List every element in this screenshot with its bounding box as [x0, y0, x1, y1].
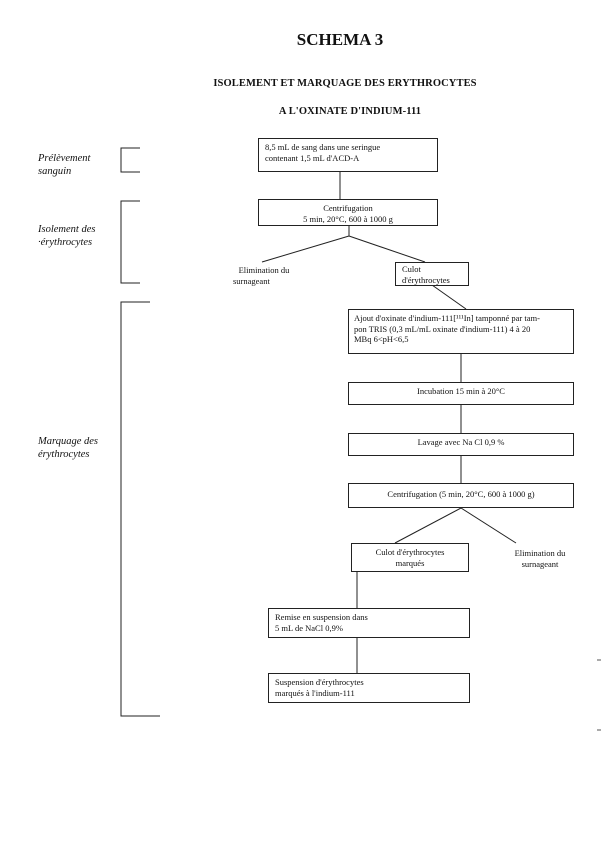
step-remise-suspension: Remise en suspension dans 5 mL de NaCl 0…: [268, 608, 470, 638]
step-lavage: Lavage avec Na Cl 0,9 %: [348, 433, 574, 456]
step-suspension-finale: Suspension d'érythrocytes marqués à l'in…: [268, 673, 470, 703]
step-culot-marques: Culot d'érythrocytes marqués: [351, 543, 469, 572]
step-sang: 8,5 mL de sang dans une seringue contena…: [258, 138, 438, 172]
page-title: SCHEMA 3: [296, 30, 384, 49]
bracket-marquage: [120, 301, 160, 717]
page-subtitle-2: A L'OXINATE D'INDIUM-111: [278, 106, 422, 117]
phase-label-isolement: Isolement des ·érythrocytes: [38, 224, 96, 248]
step-elimination-2: Elimination du surnageant: [514, 548, 566, 569]
step-centrifugation-1: Centrifugation 5 min, 20°C, 600 à 1000 g: [258, 199, 438, 226]
step-incubation: Incubation 15 min à 20°C: [348, 382, 574, 405]
page-subtitle-1: ISOLEMENT ET MARQUAGE DES ERYTHROCYTES: [213, 78, 477, 89]
phase-label-prelevement: Prélèvement sanguin: [38, 153, 91, 177]
bracket-isolement: [120, 200, 140, 284]
step-ajout-oxinate: Ajout d'oxinate d'indium-111[¹¹¹In] tamp…: [348, 309, 574, 354]
bracket-prelevement: [120, 147, 140, 173]
phase-label-marquage: Marquage des érythrocytes: [38, 436, 98, 460]
step-centrifugation-2: Centrifugation (5 min, 20°C, 600 à 1000 …: [348, 483, 574, 508]
step-culot-1: Culot d'érythrocytes: [395, 262, 469, 286]
step-elimination-1: Elimination du surnageant: [233, 265, 290, 286]
